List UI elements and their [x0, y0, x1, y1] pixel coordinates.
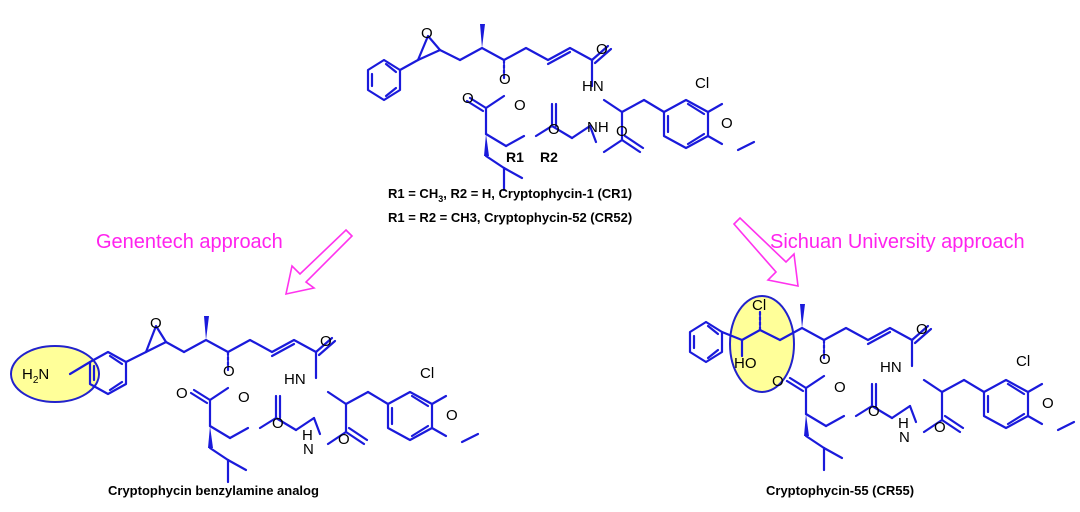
amine-h: H	[22, 366, 33, 383]
amide-h-left: H	[302, 427, 313, 444]
cryptophycin-structure-top	[366, 22, 756, 192]
amide-hn-right: HN	[880, 359, 902, 376]
carbonyl-o-right-2: O	[934, 419, 946, 436]
amide-nh-top-2: NH	[587, 119, 609, 136]
amine-sub: 2	[33, 375, 39, 386]
methoxy-o-top: O	[721, 115, 733, 132]
sichuan-approach-label: Sichuan University approach	[770, 231, 1025, 253]
ester-o-left-2: O	[238, 389, 250, 406]
right-arrow	[732, 216, 799, 288]
carbonyl-o-right-1: O	[916, 321, 928, 338]
ester-o-left: O	[176, 385, 188, 402]
caption-cr55: Cryptophycin-55 (CR55)	[766, 483, 914, 498]
ring-oxygen-right: O	[819, 351, 831, 368]
hydroxyl-label: HO	[734, 355, 757, 372]
caption-benzylamine: Cryptophycin benzylamine analog	[108, 483, 319, 498]
caption-cr1: R1 = CH3, R2 = H, Cryptophycin-1 (CR1)	[388, 186, 632, 204]
ester-o-right-2: O	[834, 379, 846, 396]
carbonyl-o-left-1: O	[320, 333, 332, 350]
ester-o-right: O	[772, 373, 784, 390]
carbonyl-o-top-1: O	[596, 41, 608, 58]
ring-oxygen-top: O	[499, 71, 511, 88]
carbonyl-o-top-2: O	[616, 123, 628, 140]
epoxide-oxygen-left: O	[150, 315, 162, 332]
ester-o-top-2: O	[514, 97, 526, 114]
r2-label: R2	[540, 149, 558, 165]
caption-cr1-sub: 3	[438, 194, 443, 204]
amide-n-left: N	[303, 441, 314, 458]
amide-h-right: H	[898, 415, 909, 432]
amine-highlight-ellipse	[10, 345, 100, 403]
benzylamine-analog-structure	[10, 314, 480, 484]
caption-cr52: R1 = R2 = CH3, Cryptophycin-52 (CR52)	[388, 210, 632, 225]
epoxide-oxygen-top: O	[421, 25, 433, 42]
chlorine-chlorohydrin: Cl	[752, 297, 766, 314]
ring-oxygen-left: O	[223, 363, 235, 380]
ester-o-left-3: O	[272, 415, 284, 432]
methoxy-o-right: O	[1042, 395, 1054, 412]
cryptophycin-55-structure	[688, 295, 1076, 472]
chlorine-top: Cl	[695, 75, 709, 92]
methoxy-o-left: O	[446, 407, 458, 424]
left-arrow	[284, 228, 354, 296]
ester-o-right-3: O	[868, 403, 880, 420]
caption-cr1-a: R1 = CH	[388, 186, 438, 201]
amide-nh-top: HN	[582, 78, 604, 95]
ester-o-top: O	[462, 90, 474, 107]
amide-hn-left: HN	[284, 371, 306, 388]
ester-o-top-3: O	[548, 121, 560, 138]
chlorine-left: Cl	[420, 365, 434, 382]
chlorine-right: Cl	[1016, 353, 1030, 370]
chlorohydrin-highlight-ellipse	[729, 295, 795, 393]
r1-label: R1	[506, 149, 524, 165]
amide-n-right: N	[899, 429, 910, 446]
caption-cr1-b: , R2 = H, Cryptophycin-1 (CR1)	[443, 186, 632, 201]
genentech-approach-label: Genentech approach	[96, 231, 283, 253]
carbonyl-o-left-2: O	[338, 431, 350, 448]
amine-n: N	[38, 366, 49, 383]
amine-group: H2N	[22, 366, 49, 386]
